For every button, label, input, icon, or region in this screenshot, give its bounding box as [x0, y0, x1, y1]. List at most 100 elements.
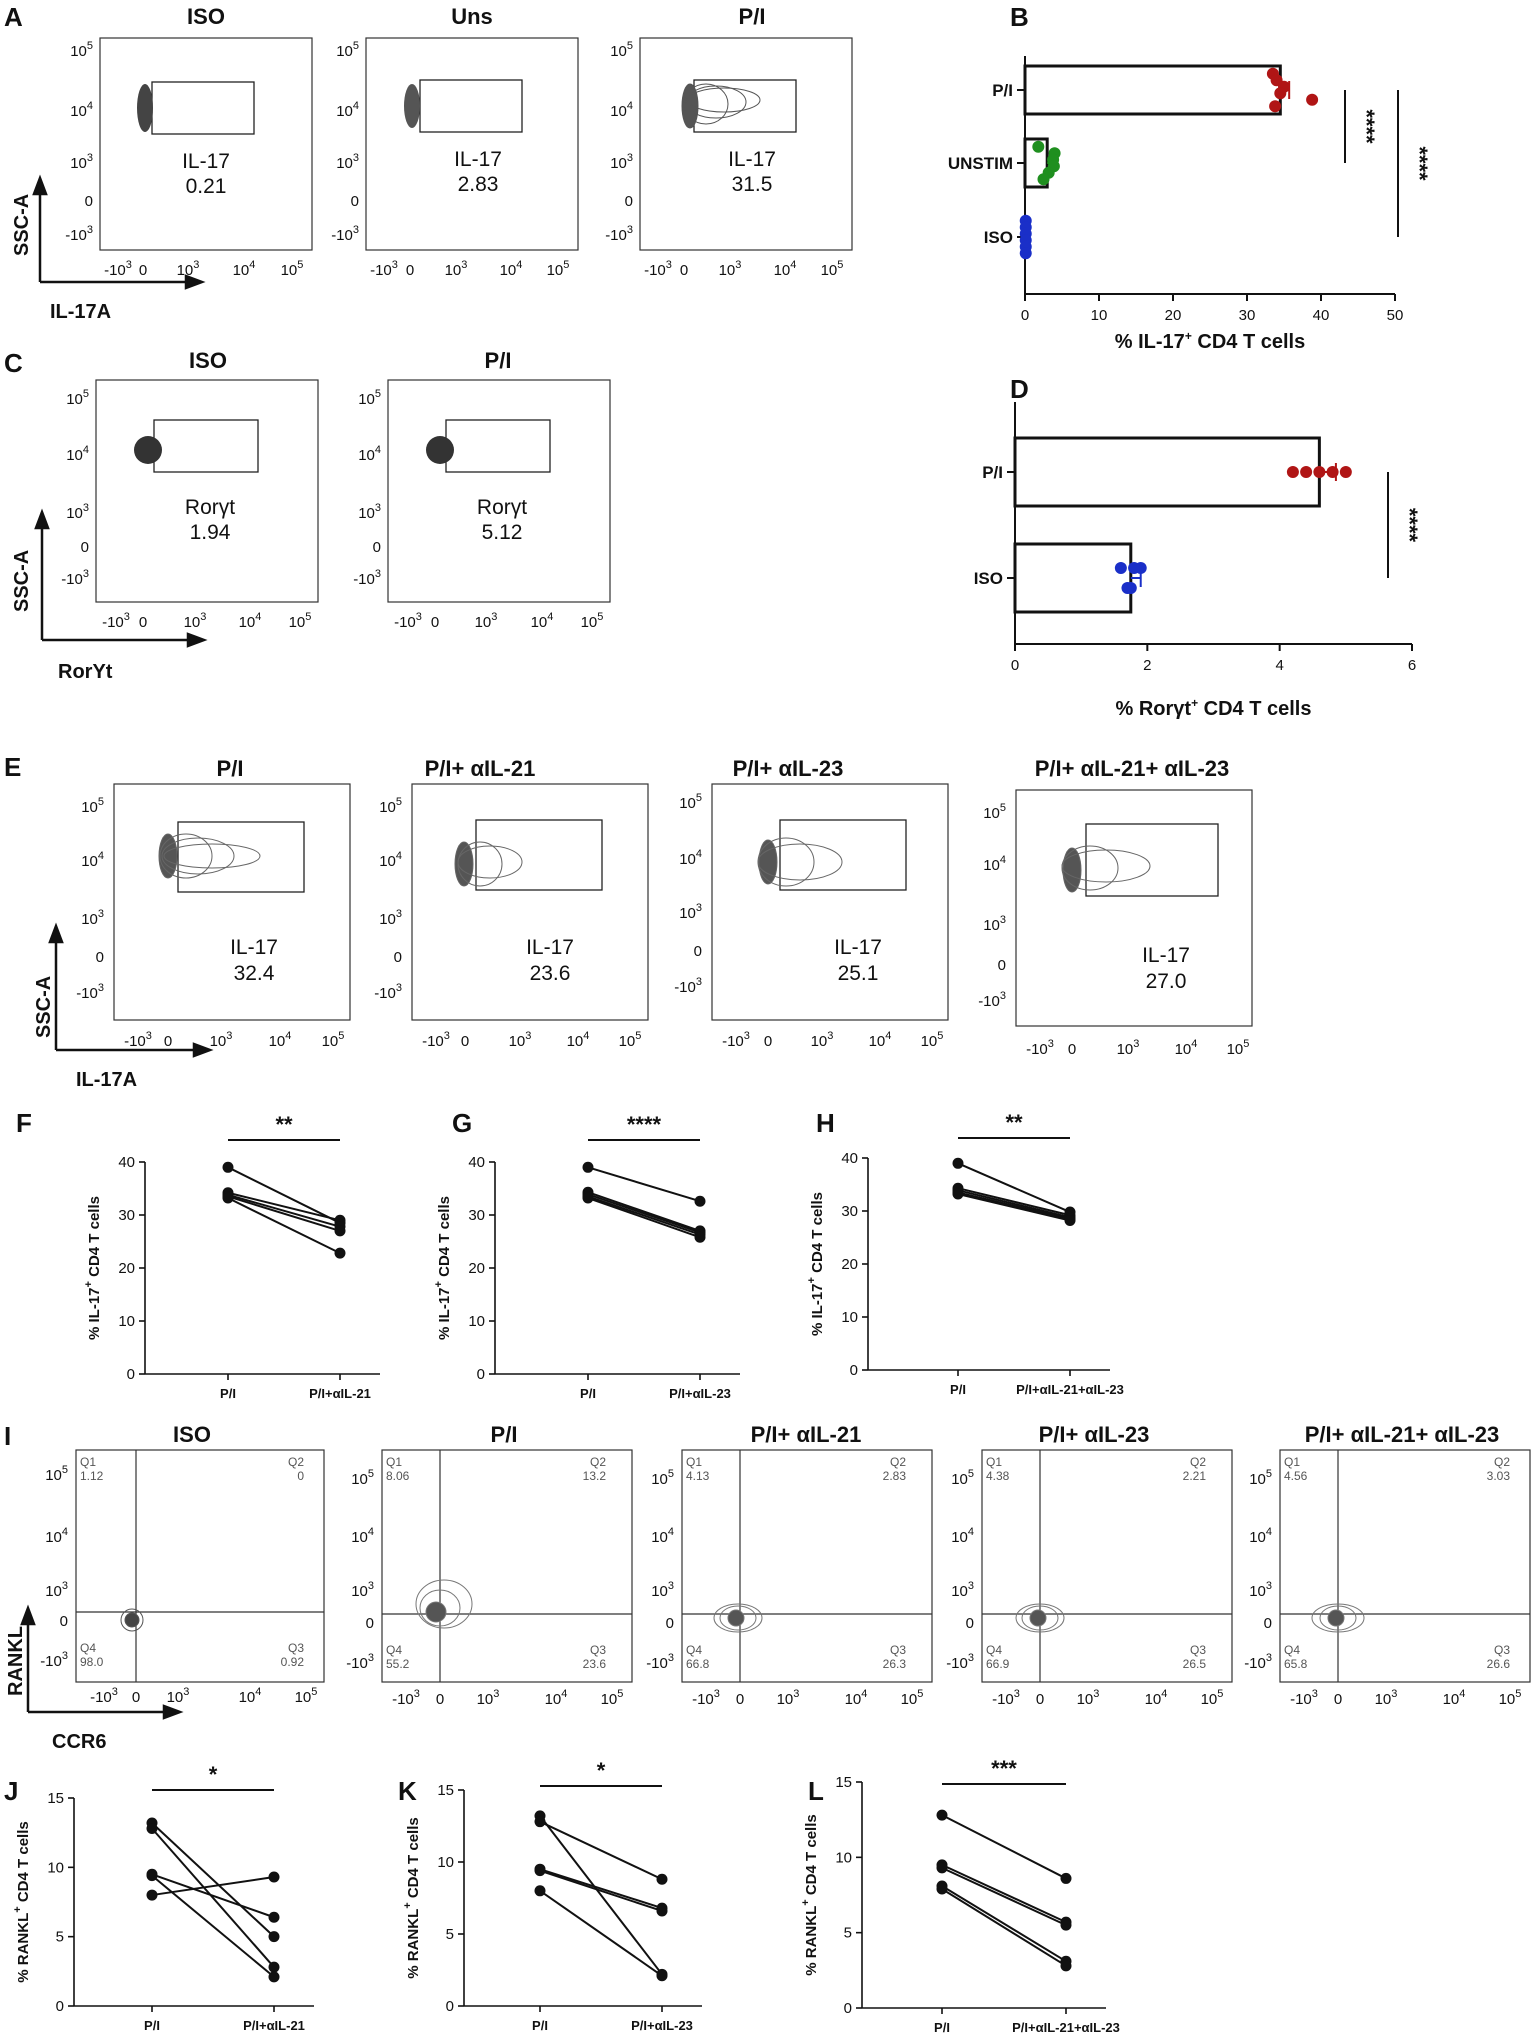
panel-label: H [816, 1108, 835, 1138]
gate-value: 23.6 [530, 962, 571, 985]
series-line [539, 1815, 663, 1975]
svg-text:105: 105 [66, 388, 89, 408]
data-point [1300, 466, 1313, 478]
svg-text:-103: -103 [392, 1688, 420, 1708]
significance-label: *** [991, 1756, 1017, 1781]
data-point [222, 1161, 234, 1173]
series-line [151, 1827, 275, 1968]
quadrant-plot-il21: P/I+ αIL-21 Q1 4.13 Q2 2.83 Q3 26.3 Q4 6… [646, 1422, 933, 1708]
svg-text:103: 103 [811, 1030, 834, 1050]
quadrant-label: Q2 [288, 1455, 304, 1469]
data-point [268, 1971, 280, 1983]
plot-title: P/I+ αIL-21 [751, 1422, 862, 1447]
x-tick-label: 6 [1408, 657, 1416, 674]
data-point [1019, 247, 1032, 260]
svg-text:0: 0 [998, 957, 1006, 974]
svg-text:0: 0 [436, 1691, 444, 1708]
series-line [587, 1193, 701, 1234]
data-point [936, 1883, 948, 1895]
series-line [957, 1187, 1071, 1217]
facs-plot-A-pi: P/I IL-17 31.5 105 104 103 0 -103 -103 0… [605, 4, 853, 279]
quadrant-value: 55.2 [386, 1657, 410, 1671]
quadrant-label: Q4 [386, 1643, 402, 1657]
svg-text:0: 0 [139, 262, 147, 279]
quadrant-label: Q1 [386, 1455, 402, 1469]
data-point [534, 1885, 546, 1897]
svg-text:103: 103 [1077, 1688, 1100, 1708]
y-tick-labels: 105 104 103 0 -103 [1244, 1468, 1272, 1672]
cell-population [757, 837, 843, 887]
gate-label: IL-17 [834, 936, 882, 959]
cell-population [404, 84, 420, 128]
y-tick-label: 20 [468, 1260, 485, 1277]
svg-text:103: 103 [1249, 1580, 1272, 1600]
plot-title: ISO [187, 4, 225, 29]
series-line [587, 1195, 701, 1236]
facs-plot-C-iso: ISO Rorγt 1.94 105 104 103 0 -103 -103 0… [61, 348, 319, 631]
data-point [1060, 1960, 1072, 1972]
svg-text:104: 104 [66, 444, 89, 464]
svg-text:105: 105 [619, 1030, 642, 1050]
data-point [268, 1871, 280, 1883]
svg-text:103: 103 [336, 152, 359, 172]
y-tick-label: 0 [127, 1366, 135, 1383]
svg-text:104: 104 [45, 1526, 68, 1546]
cell-population [426, 436, 454, 464]
svg-text:105: 105 [921, 1030, 944, 1050]
svg-text:-103: -103 [674, 976, 702, 996]
quadrant-value: 4.38 [986, 1469, 1010, 1483]
svg-text:104: 104 [610, 100, 633, 120]
category-label: P/I [934, 2020, 950, 2035]
quadrant-value: 66.8 [686, 1657, 710, 1671]
svg-text:0: 0 [1068, 1041, 1076, 1058]
svg-text:-103: -103 [1290, 1688, 1318, 1708]
quadrant-value: 4.56 [1284, 1469, 1308, 1483]
y-axis-label: SSC-A [11, 194, 33, 256]
svg-text:-103: -103 [722, 1030, 750, 1050]
gate-label: IL-17 [454, 148, 502, 171]
plot-title: P/I [217, 756, 244, 781]
svg-text:104: 104 [1175, 1038, 1198, 1058]
svg-text:-103: -103 [605, 224, 633, 244]
y-tick-label: 30 [118, 1207, 135, 1224]
y-tick-labels: 105 104 103 0 -103 [65, 40, 93, 244]
x-tick-labels: -103 0 103 104 105 [370, 259, 569, 279]
svg-text:-103: -103 [394, 611, 422, 631]
svg-text:0: 0 [666, 1615, 674, 1632]
data-point [1060, 1919, 1072, 1931]
panel-label-I: I [4, 1421, 11, 1451]
series-line [587, 1191, 701, 1232]
svg-text:105: 105 [358, 388, 381, 408]
gate-box [779, 819, 907, 891]
category-label: P/I [144, 2018, 160, 2033]
svg-text:-103: -103 [422, 1030, 450, 1050]
svg-text:0: 0 [680, 262, 688, 279]
x-axis-label: % IL-17+ CD4 T cells [1115, 329, 1305, 353]
y-axis-label: SSC-A [11, 550, 33, 612]
x-tick-labels: -103 0 103 104 105 [644, 259, 843, 279]
quadrant-value: 26.6 [1487, 1657, 1511, 1671]
svg-text:-103: -103 [76, 982, 104, 1002]
svg-text:104: 104 [1249, 1526, 1272, 1546]
facs-axis-arrows-C [34, 508, 208, 648]
x-tick-labels: -103 0 103 104 105 [104, 259, 303, 279]
svg-text:0: 0 [351, 193, 359, 210]
svg-text:-103: -103 [40, 1650, 68, 1670]
y-tick-label: 0 [850, 1362, 858, 1379]
svg-text:103: 103 [509, 1030, 532, 1050]
series-line [227, 1166, 341, 1224]
significance-label: ** [1005, 1110, 1023, 1135]
y-tick-labels: 105 104 103 0 -103 [40, 1464, 68, 1670]
x-tick-labels: -103 0 103 104 105 [692, 1688, 923, 1708]
svg-text:0: 0 [1036, 1691, 1044, 1708]
y-tick-label: 10 [835, 1849, 852, 1866]
x-tick-labels: -103 0 103 104 105 [722, 1030, 943, 1050]
svg-text:105: 105 [45, 1464, 68, 1484]
series-line [539, 1820, 663, 1881]
data-point [1306, 93, 1319, 106]
x-tick-label: 0 [1011, 657, 1019, 674]
panel-label: J [4, 1776, 18, 1806]
facs-plot-E-il23: P/I+ αIL-23 IL-17 25.1 105 104 103 0 -10… [674, 756, 949, 1050]
data-point [1274, 87, 1287, 100]
plot-title: ISO [173, 1422, 211, 1447]
